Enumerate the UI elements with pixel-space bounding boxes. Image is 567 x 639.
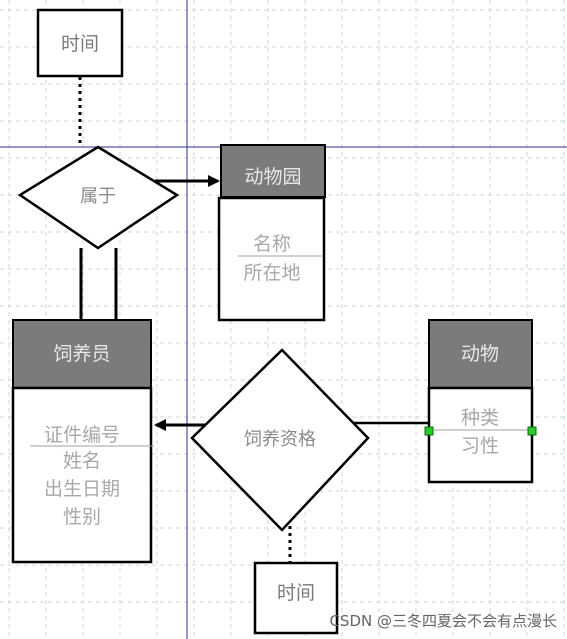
feed-relation[interactable]: 饲养资格 (190, 348, 370, 532)
animal-entity-header (428, 319, 533, 389)
top-time-label: 时间 (61, 33, 99, 55)
feed-relation-label: 饲养资格 (244, 429, 316, 450)
zoo-attr-name: 名称 (253, 233, 291, 255)
animal-attr-species: 种类 (461, 407, 499, 429)
bottom-time-label: 时间 (277, 582, 315, 604)
animal-entity[interactable]: 动物 种类 习性 (424, 319, 537, 484)
keeper-entity-header (12, 319, 152, 389)
zoo-entity-header (220, 144, 326, 198)
zoo-entity[interactable]: 动物园 名称 所在地 (217, 144, 326, 322)
csdn-watermark: CSDN @三冬四夏会不会有点漫长 (329, 612, 557, 630)
keeper-entity-title: 饲养员 (53, 343, 110, 365)
keeper-entity[interactable]: 饲养员 证件编号 姓名 出生日期 性别 (11, 319, 154, 564)
zoo-attr-location: 所在地 (243, 262, 300, 284)
animal-entity-title: 动物 (461, 343, 499, 365)
belongs-relation[interactable]: 属于 (17, 145, 180, 250)
bottom-time-box[interactable]: 时间 (253, 561, 339, 635)
connector-handle-left[interactable] (424, 426, 434, 436)
belongs-relation-label: 属于 (80, 186, 116, 207)
zoo-entity-title: 动物园 (244, 166, 301, 188)
keeper-attr-id: 证件编号 (44, 424, 120, 446)
keeper-attr-name: 姓名 (63, 450, 101, 472)
keeper-entity-body (11, 386, 153, 564)
keeper-attr-gender: 性别 (63, 506, 101, 528)
zoo-entity-body (217, 196, 326, 322)
connector-handle-right[interactable] (527, 426, 537, 436)
keeper-attr-birthdate: 出生日期 (44, 478, 120, 500)
animal-attr-habit: 习性 (461, 435, 499, 457)
top-time-box[interactable]: 时间 (36, 8, 124, 78)
